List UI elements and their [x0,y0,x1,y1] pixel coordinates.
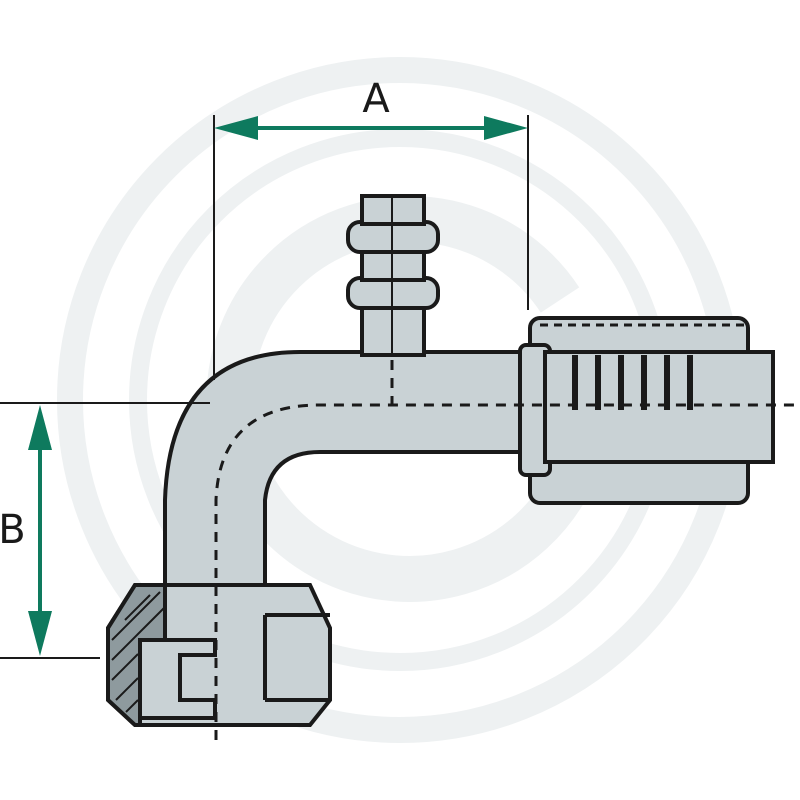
dimension-b-arrowhead-top [28,405,52,450]
dimension-a-arrowhead-right [484,116,528,140]
dimension-a: A [214,76,528,140]
crimp-ferrule [518,316,775,505]
ferrule-ribs [572,355,693,410]
dimension-a-label: A [362,76,390,122]
swivel-nut [106,583,332,727]
dimension-a-arrowhead-left [214,116,258,140]
elbow-body [163,350,522,592]
center-lines [214,360,800,740]
dimension-b-label: B [0,507,26,553]
service-port [346,194,440,357]
dimension-b-arrowhead-bottom [28,611,52,656]
extension-lines [0,115,529,659]
dimension-b: B [0,405,52,656]
hatch-lines [111,591,166,713]
